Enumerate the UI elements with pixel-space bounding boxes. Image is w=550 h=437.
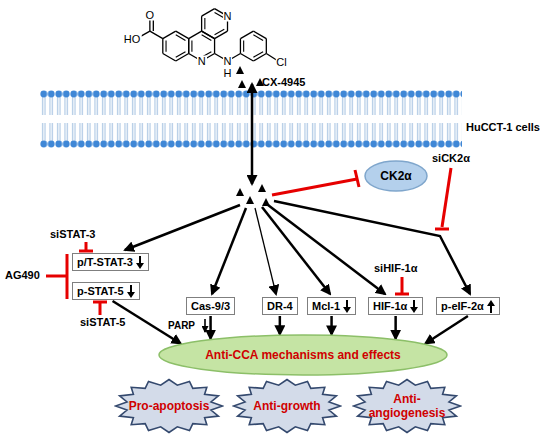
down-arrow bbox=[410, 300, 418, 313]
up-arrow bbox=[487, 300, 495, 313]
atom-label: N bbox=[223, 56, 233, 67]
down-arrow bbox=[343, 300, 351, 313]
box-text: DR-4 bbox=[267, 299, 293, 313]
effect-arrow bbox=[279, 316, 282, 334]
box-text: p/T-STAT-3 bbox=[77, 255, 133, 269]
effect-text: Anti-growth bbox=[253, 399, 320, 413]
text-label: siSTAT-3 bbox=[50, 228, 95, 241]
target-ellipse: CK2α bbox=[364, 160, 428, 192]
box-text: p-STAT-5 bbox=[77, 284, 124, 298]
text-label: PARP bbox=[168, 319, 195, 332]
text-label: HuCCT-1 cells bbox=[466, 121, 540, 134]
box-text: HIF-1α bbox=[373, 299, 407, 313]
effect-starburst: Anti-growth bbox=[232, 378, 342, 434]
effect-arrow bbox=[330, 316, 333, 334]
drug-effect-arrows bbox=[125, 201, 470, 332]
atom-label: N bbox=[223, 11, 233, 22]
target-ellipse: Anti-CCA mechanisms and effects bbox=[158, 334, 448, 376]
marker-box: p-eIF-2α bbox=[436, 297, 500, 315]
atom-label: Cl bbox=[275, 57, 287, 68]
effect-arrow bbox=[394, 316, 397, 339]
down-arrow bbox=[136, 256, 144, 269]
marker-box: HIF-1α bbox=[368, 297, 423, 315]
text-label: CX-4945 bbox=[262, 76, 305, 89]
uptake-arrow bbox=[251, 84, 254, 184]
effect-starburst: Anti-angiogenesis bbox=[352, 378, 462, 434]
effect-arrow bbox=[209, 316, 212, 339]
atom-label: O bbox=[145, 10, 156, 21]
effect-text: Anti-angiogenesis bbox=[365, 392, 449, 420]
effect-text: Pro-apoptosis bbox=[129, 399, 210, 413]
text-label: siCK2α bbox=[432, 152, 470, 165]
box-text: p-eIF-2α bbox=[441, 299, 484, 313]
effect-arrow bbox=[425, 316, 468, 343]
chemical-structure bbox=[137, 9, 278, 61]
marker-box: p-STAT-5 bbox=[72, 282, 140, 300]
marker-box: p/T-STAT-3 bbox=[72, 253, 149, 271]
box-text: Cas-9/3 bbox=[191, 299, 230, 313]
marker-box: Mcl-1 bbox=[307, 297, 356, 315]
effect-starburst: Pro-apoptosis bbox=[114, 378, 224, 434]
node-text: Anti-CCA mechanisms and effects bbox=[205, 348, 401, 362]
node-text: CK2α bbox=[380, 169, 411, 183]
text-label: siSTAT-5 bbox=[80, 316, 125, 329]
atom-label: N bbox=[197, 56, 207, 67]
down-arrow bbox=[127, 285, 135, 298]
marker-box: Cas-9/3 bbox=[186, 297, 235, 315]
text-label: siHIF-1α bbox=[374, 262, 417, 275]
atom-label: H bbox=[223, 68, 233, 79]
atom-label: HO bbox=[123, 34, 142, 45]
text-label: AG490 bbox=[5, 269, 40, 282]
marker-box: DR-4 bbox=[262, 297, 298, 315]
box-text: Mcl-1 bbox=[312, 299, 340, 313]
